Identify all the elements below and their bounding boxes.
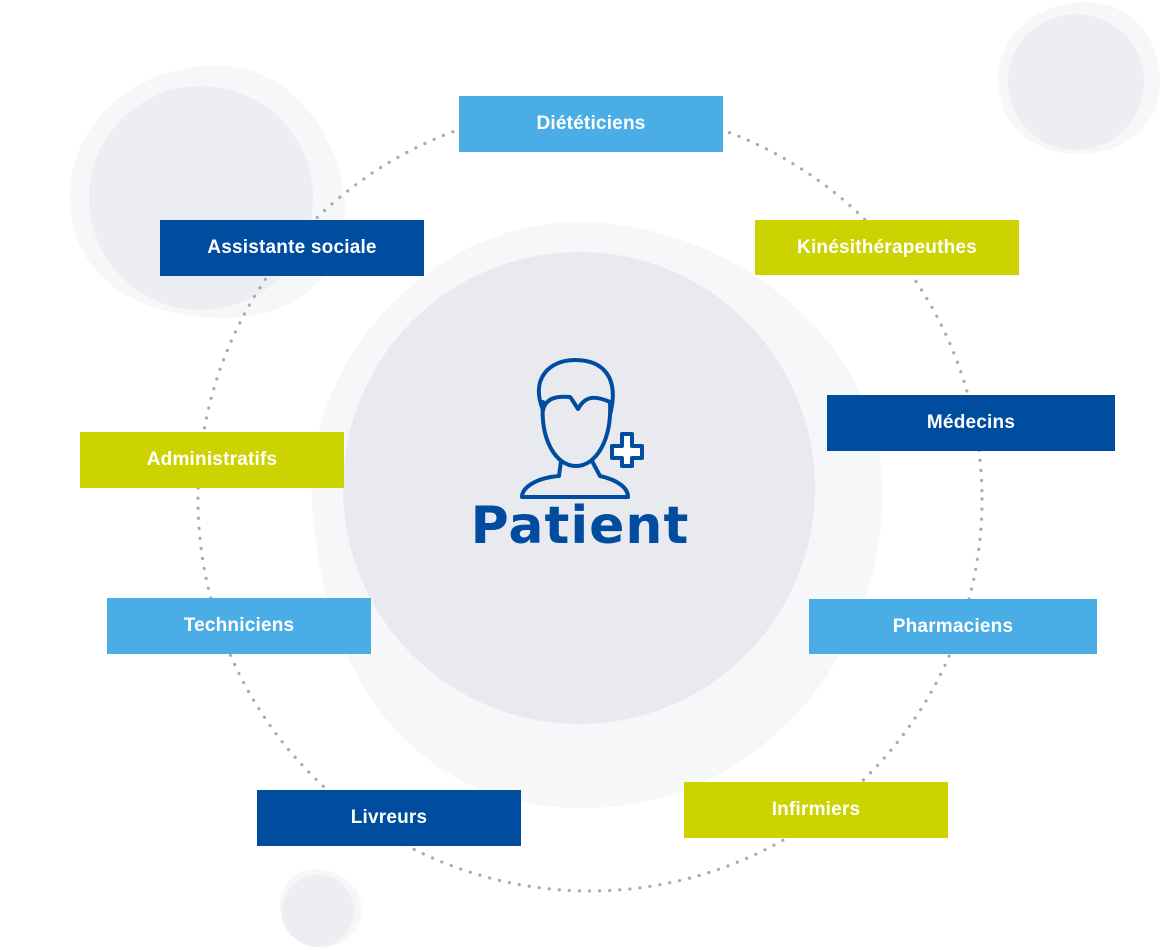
role-label: Diététiciens [536, 113, 646, 134]
role-label: Assistante sociale [207, 237, 377, 258]
role-label: Médecins [926, 412, 1016, 433]
role-label: Infirmiers [771, 799, 861, 820]
role-box-infirmiers: Infirmiers [684, 782, 948, 838]
role-box-pharmaciens: Pharmaciens [809, 599, 1097, 654]
center-blob [311, 221, 883, 809]
decor-circle-top-right [997, 2, 1161, 155]
role-label: Administratifs [146, 449, 278, 470]
role-label: Kinésithérapeuthes [797, 236, 977, 258]
role-label: Pharmaciens [892, 615, 1014, 637]
role-box-assistante-sociale: Assistante sociale [160, 220, 424, 276]
role-label: Techniciens [183, 615, 295, 636]
dotted-orbit [196, 105, 984, 893]
role-label: Livreurs [350, 807, 428, 828]
patient-plus-icon [520, 358, 644, 499]
role-box-kinesitherapeuthes: Kinésithérapeuthes [755, 220, 1019, 275]
role-box-medecins: Médecins [827, 395, 1115, 451]
role-box-dieteticiens: Diététiciens [459, 96, 723, 152]
decor-blob-top-left [69, 65, 346, 319]
role-box-techniciens: Techniciens [107, 598, 371, 654]
role-box-livreurs: Livreurs [257, 790, 521, 846]
center-patient-label: Patient [470, 496, 690, 556]
decor-circle-bottom [279, 868, 362, 948]
role-box-administratifs: Administratifs [80, 432, 344, 488]
